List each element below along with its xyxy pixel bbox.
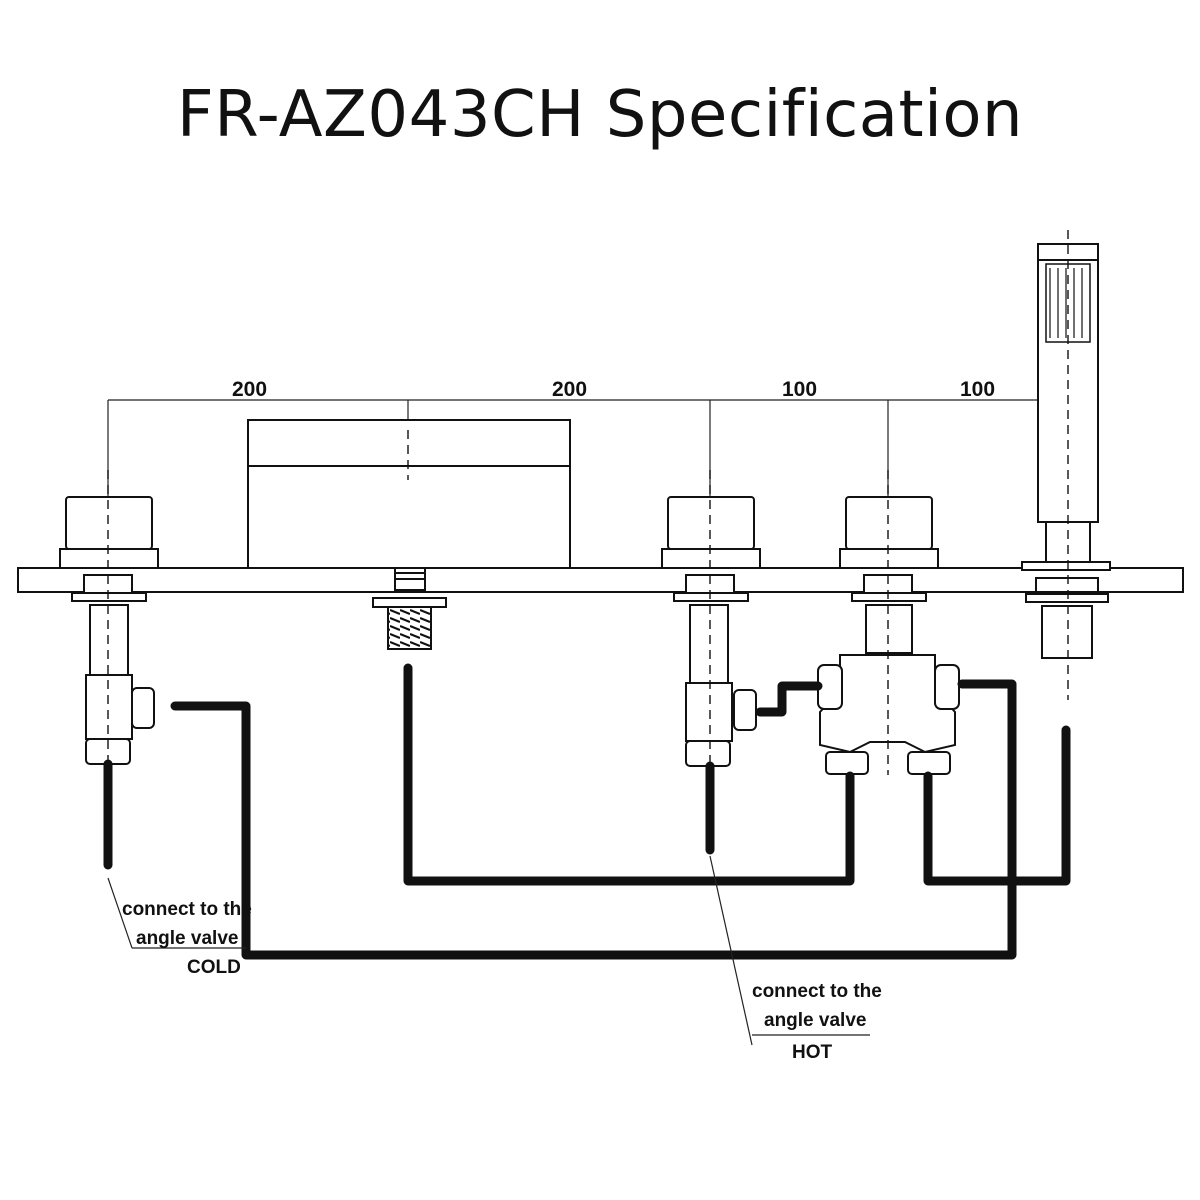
centerlines (107, 230, 1069, 775)
spout (247, 419, 571, 650)
cold-label-line-3: COLD (187, 957, 241, 978)
hot-handle (661, 496, 761, 767)
hot-label-line-1: connect to the (752, 981, 882, 1002)
hot-label-line-2: angle valve (764, 1010, 866, 1031)
deck-plate (17, 567, 1184, 593)
dimension-label-3: 100 (782, 378, 817, 401)
cold-connection-label: connect to the angle valve COLD (122, 899, 252, 978)
hoses (103, 663, 1071, 960)
hand-shower (1021, 243, 1111, 659)
dimension-label-1: 200 (232, 378, 267, 401)
dimension-label-4: 100 (960, 378, 995, 401)
cold-label-line-1: connect to the (122, 899, 252, 920)
hot-label-line-3: HOT (792, 1042, 833, 1063)
page-title: FR-AZ043CH Specification (176, 78, 1024, 152)
cold-label-line-2: angle valve (136, 928, 238, 949)
dimension-label-2: 200 (552, 378, 587, 401)
cold-leader-line (107, 877, 133, 949)
hot-leader-line (709, 855, 753, 1046)
hot-connection-label: connect to the angle valve HOT (752, 981, 882, 1063)
cold-handle (59, 496, 159, 765)
